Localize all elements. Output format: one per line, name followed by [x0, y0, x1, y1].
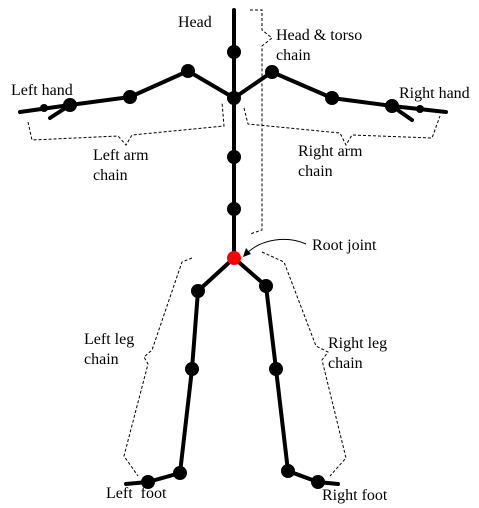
head-joint	[227, 45, 241, 59]
head-torso-chain-bracket	[250, 10, 272, 234]
head-label: Head	[178, 13, 212, 33]
head-torso-chain-label: Head & torso chain	[276, 26, 362, 66]
left-ankle-joint	[173, 466, 187, 480]
left-arm-chain-label-line1: Left arm	[93, 146, 149, 166]
left-leg-chain-label-line2: chain	[84, 350, 134, 370]
right-wrist-joint	[385, 99, 399, 113]
head-torso-chain-label-line2: chain	[276, 46, 362, 66]
right-elbow-joint	[325, 91, 339, 105]
right-leg-chain-label: Right leg chain	[328, 334, 387, 374]
root-joint-arrow	[243, 239, 306, 257]
right-knee-joint	[269, 362, 283, 376]
left-shoulder-joint	[181, 64, 195, 78]
left-knee-joint	[185, 362, 199, 376]
left-leg-chain-label: Left leg chain	[84, 330, 134, 370]
right-hand-label: Right hand	[399, 84, 470, 104]
left-arm-chain-label: Left arm chain	[93, 146, 149, 186]
right-arm-chain-label-line2: chain	[298, 162, 362, 182]
right-foot-label: Right foot	[322, 486, 387, 506]
right-leg-chain-label-line1: Right leg	[328, 334, 387, 354]
root-joint-label: Root joint	[312, 236, 376, 256]
skeleton-bones	[20, 10, 446, 484]
left-hip-joint	[191, 284, 205, 298]
right-shoulder-joint	[265, 65, 279, 79]
right-arm-chain-bracket	[244, 108, 440, 145]
root-joint-dot	[227, 251, 241, 265]
spine-joint	[227, 202, 241, 216]
left-foot-label: Left foot	[106, 484, 166, 504]
left-elbow-joint	[123, 90, 137, 104]
chest-joint	[227, 150, 241, 164]
root-joint-arrow-line	[246, 239, 306, 254]
right-leg-bone	[234, 258, 338, 484]
left-hand-label: Left hand	[11, 81, 73, 101]
root-joint-arrow-head	[243, 248, 251, 257]
right-hand-joint	[416, 105, 424, 113]
right-arm-chain-label: Right arm chain	[298, 142, 362, 182]
right-leg-chain-label-line2: chain	[328, 354, 387, 374]
left-arm-chain-label-line2: chain	[93, 166, 149, 186]
right-ankle-joint	[281, 464, 295, 478]
left-hand-joint	[40, 104, 48, 112]
left-leg-chain-label-line1: Left leg	[84, 330, 134, 350]
left-leg-bone	[126, 258, 234, 484]
right-arm-chain-label-line1: Right arm	[298, 142, 362, 162]
neck-joint	[227, 91, 241, 105]
head-torso-chain-label-line1: Head & torso	[276, 26, 362, 46]
right-hip-joint	[259, 279, 273, 293]
